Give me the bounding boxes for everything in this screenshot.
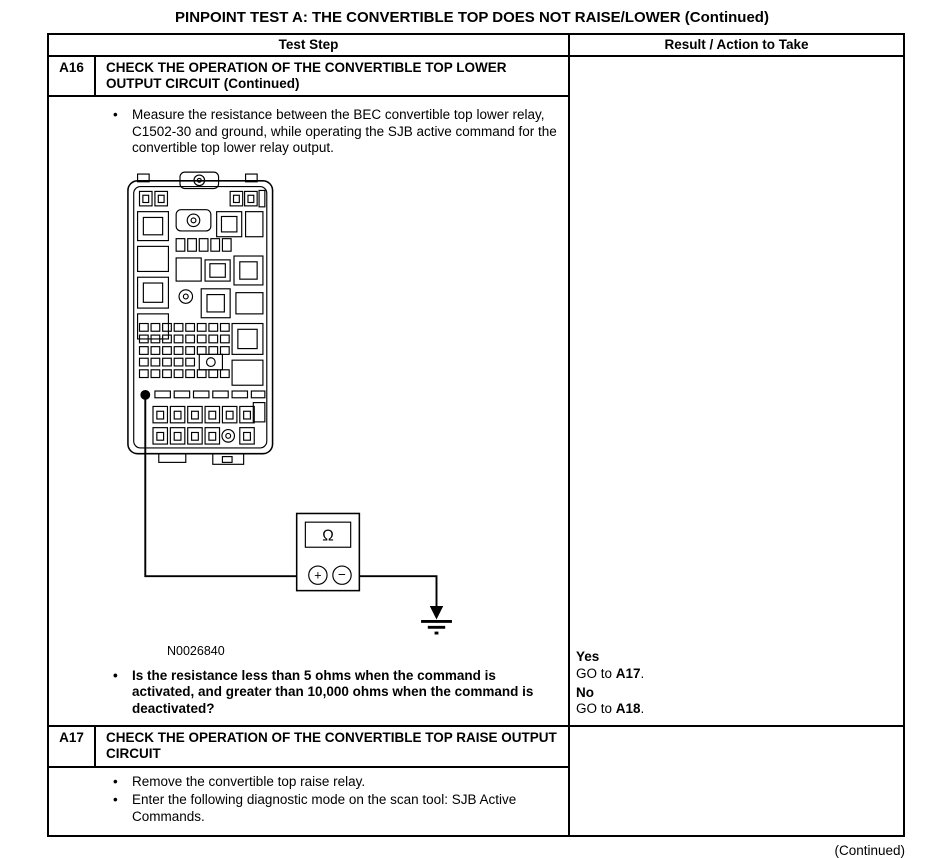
yes-action-target: A17	[615, 665, 641, 681]
a17-instruction-1: Remove the convertible top raise relay.	[113, 774, 560, 790]
ohm-symbol: Ω	[322, 527, 334, 544]
pinpoint-test-table: Test Step Result / Action to Take A16 CH…	[47, 33, 905, 837]
step-a16-heading: A16 CHECK THE OPERATION OF THE CONVERTIB…	[49, 57, 568, 98]
figure-container: Ω + − N0026840	[99, 171, 560, 658]
bec-fuse-box-drawing	[127, 171, 274, 465]
no-action-suffix: .	[640, 701, 645, 716]
a17-instruction-2: Enter the following diagnostic mode on t…	[113, 792, 560, 825]
step-a17-heading: A17 CHECK THE OPERATION OF THE CONVERTIB…	[49, 727, 568, 768]
ohmmeter	[295, 512, 361, 592]
yes-label: Yes	[576, 649, 600, 665]
continued-note: (Continued)	[834, 842, 905, 858]
step-row-a16: A16 CHECK THE OPERATION OF THE CONVERTIB…	[49, 57, 903, 728]
test-step-column-header: Test Step	[49, 35, 570, 55]
result-column-header: Result / Action to Take	[664, 37, 809, 52]
step-body-a17: Remove the convertible top raise relay. …	[49, 768, 568, 835]
step-id-a17: A17	[49, 727, 96, 766]
step-row-a17: A17 CHECK THE OPERATION OF THE CONVERTIB…	[49, 727, 903, 835]
ground-symbol	[421, 605, 452, 635]
plus-terminal-label: +	[314, 568, 321, 582]
page-title: PINPOINT TEST A: THE CONVERTIBLE TOP DOE…	[175, 9, 769, 26]
probe-wire	[140, 389, 438, 606]
no-action-prefix: GO to	[576, 701, 616, 716]
result-cell-a16: Yes GO to A17. No GO to A18.	[570, 57, 903, 725]
no-label: No	[576, 684, 594, 700]
resistance-test-diagram: Ω + −	[127, 171, 452, 635]
yes-action: GO to A17.	[576, 666, 895, 682]
step-title-a16: CHECK THE OPERATION OF THE CONVERTIBLE T…	[106, 60, 507, 92]
question-text: Is the resistance less than 5 ohms when …	[113, 668, 560, 717]
result-cell-a17	[570, 727, 903, 835]
no-action: GO to A18.	[576, 701, 895, 717]
no-action-target: A18	[615, 701, 641, 716]
step-body-a16: Measure the resistance between the BEC c…	[49, 97, 568, 725]
step-title-a17: CHECK THE OPERATION OF THE CONVERTIBLE T…	[106, 730, 557, 762]
figure-label: N0026840	[167, 643, 225, 658]
yes-action-prefix: GO to	[576, 665, 616, 681]
table-header-row: Test Step Result / Action to Take	[49, 35, 903, 57]
yes-action-suffix: .	[640, 665, 645, 681]
measure-instruction: Measure the resistance between the BEC c…	[113, 107, 560, 156]
step-id-a16: A16	[49, 57, 96, 96]
minus-terminal-label: −	[338, 567, 346, 582]
